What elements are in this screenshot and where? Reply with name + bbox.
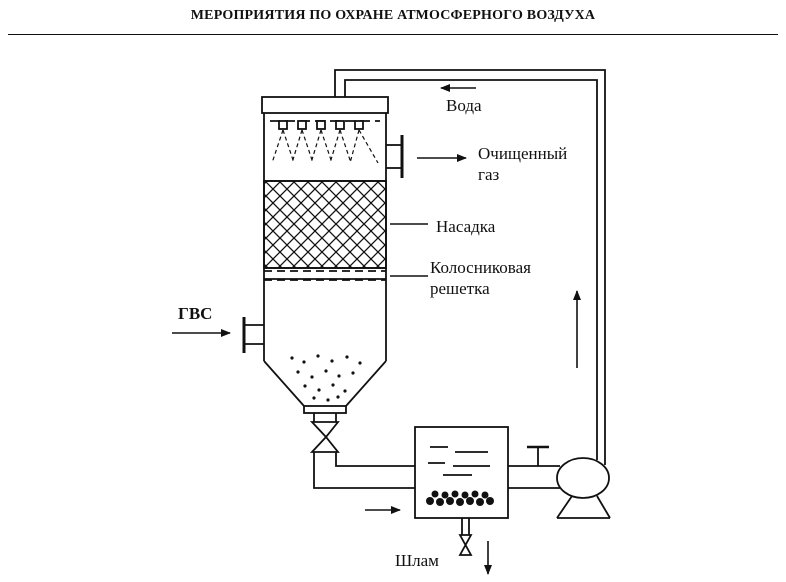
recirculation-pipe bbox=[334, 69, 606, 465]
tank-to-pump-pipe bbox=[508, 445, 560, 489]
column-lower-cone bbox=[263, 280, 387, 414]
clean-gas-label-line1: Очищенный bbox=[478, 144, 567, 163]
clean-gas-outlet bbox=[386, 135, 404, 178]
page-header-title: МЕРОПРИЯТИЯ ПО ОХРАНЕ АТМОСФЕРНОГО ВОЗДУ… bbox=[190, 8, 596, 23]
spray-jets bbox=[271, 129, 379, 164]
header-rule bbox=[8, 34, 778, 35]
water-label: Вода bbox=[446, 96, 482, 115]
spray-nozzles bbox=[270, 120, 380, 130]
cone-particles bbox=[290, 354, 362, 402]
sludge-outlet-valve bbox=[458, 518, 473, 556]
grate-label-line2: решетка bbox=[430, 279, 490, 298]
drain-valve bbox=[309, 413, 340, 453]
grate bbox=[264, 270, 386, 281]
gas-inlet-label: ГВС bbox=[178, 304, 212, 323]
pump bbox=[556, 457, 611, 519]
grate-label-line1: Колосниковая bbox=[430, 258, 531, 277]
sludge-deposit bbox=[426, 490, 494, 506]
drain-pipe bbox=[313, 452, 415, 489]
column-top-cap bbox=[261, 96, 389, 114]
packing-bed bbox=[263, 180, 387, 269]
gas-inlet-nozzle bbox=[242, 317, 264, 353]
clean-gas-label-line2: газ bbox=[478, 165, 500, 184]
packing-label: Насадка bbox=[436, 217, 496, 236]
sludge-label: Шлам bbox=[395, 551, 439, 570]
